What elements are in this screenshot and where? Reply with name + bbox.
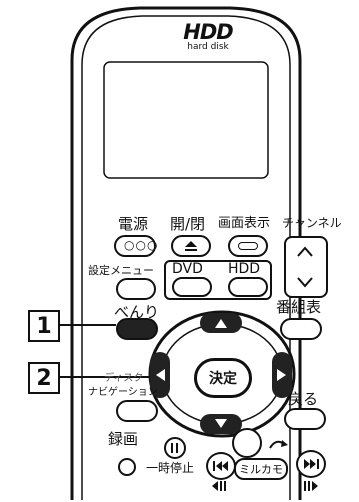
display-button[interactable]: [228, 235, 268, 257]
program-guide-label: 番組表: [276, 298, 322, 316]
enter-button[interactable]: 決定: [194, 358, 252, 398]
disc-nav-label-bottom: ナビゲーション: [88, 387, 158, 398]
open-close-button[interactable]: [171, 235, 211, 257]
dvd-hdd-frame: [164, 260, 272, 300]
arrow-left-icon: [156, 369, 165, 381]
channel-rocker[interactable]: [284, 236, 328, 298]
open-close-label: 開/閉: [170, 215, 206, 233]
hdd-label: HDD: [228, 261, 261, 277]
hdd-button[interactable]: [228, 277, 268, 297]
power-dots-icon: ○○○: [124, 238, 159, 252]
record-button[interactable]: [118, 458, 136, 476]
enter-label: 決定: [209, 371, 237, 387]
display-bar-icon: [238, 242, 258, 250]
cursor-right-button[interactable]: [272, 352, 292, 398]
arrow-up-icon: [215, 319, 227, 328]
mirukamo-button[interactable]: ミルカモ: [234, 458, 288, 480]
callout-2: 2: [28, 362, 60, 394]
return-label: 戻る: [288, 390, 319, 408]
hdd-logo: HDD hard disk: [178, 22, 238, 53]
jump-button[interactable]: [232, 428, 262, 458]
setup-menu-button[interactable]: [116, 278, 156, 300]
skip-forward-button[interactable]: [296, 450, 326, 478]
slow-forward-icon: [304, 481, 318, 491]
arrow-down-icon: [215, 419, 227, 428]
arrow-right-icon: [277, 369, 286, 381]
skip-forward-icon: [304, 459, 319, 469]
skip-back-icon: [213, 461, 228, 471]
mirukamo-label: ミルカモ: [239, 463, 283, 476]
channel-up-icon: [297, 246, 313, 257]
dvd-button[interactable]: [172, 277, 212, 297]
cursor-up-button[interactable]: [200, 313, 242, 333]
callout-1: 1: [28, 310, 60, 342]
cursor-left-button[interactable]: [150, 352, 170, 398]
record-label: 録画: [108, 430, 139, 448]
curve-arrow-icon: [269, 440, 288, 449]
disc-nav-label-top: ディスク: [104, 373, 144, 384]
setup-menu-label: 設定メニュー: [88, 264, 154, 277]
hdd-logo-subtitle: hard disk: [187, 42, 229, 52]
channel-label: チャンネル: [282, 216, 342, 230]
hdd-logo-text: HDD: [183, 20, 233, 44]
power-label: 電源: [118, 215, 149, 233]
eject-icon: [185, 241, 197, 251]
display-label: 画面表示: [218, 216, 271, 231]
program-guide-button[interactable]: [280, 318, 322, 340]
disc-nav-button[interactable]: [116, 400, 158, 422]
benri-label: べんり: [114, 303, 160, 321]
slow-back-icon: [212, 481, 226, 491]
dvd-label: DVD: [172, 261, 203, 277]
channel-down-icon: [297, 277, 313, 288]
skip-back-button[interactable]: [206, 452, 236, 480]
pause-icon: [171, 443, 173, 453]
pause-button[interactable]: [164, 437, 186, 459]
benri-button[interactable]: [116, 318, 158, 340]
return-button[interactable]: [284, 408, 326, 430]
power-button[interactable]: ○○○: [114, 235, 159, 257]
cursor-down-button[interactable]: [200, 414, 242, 434]
pause-label: 一時停止: [146, 461, 195, 475]
